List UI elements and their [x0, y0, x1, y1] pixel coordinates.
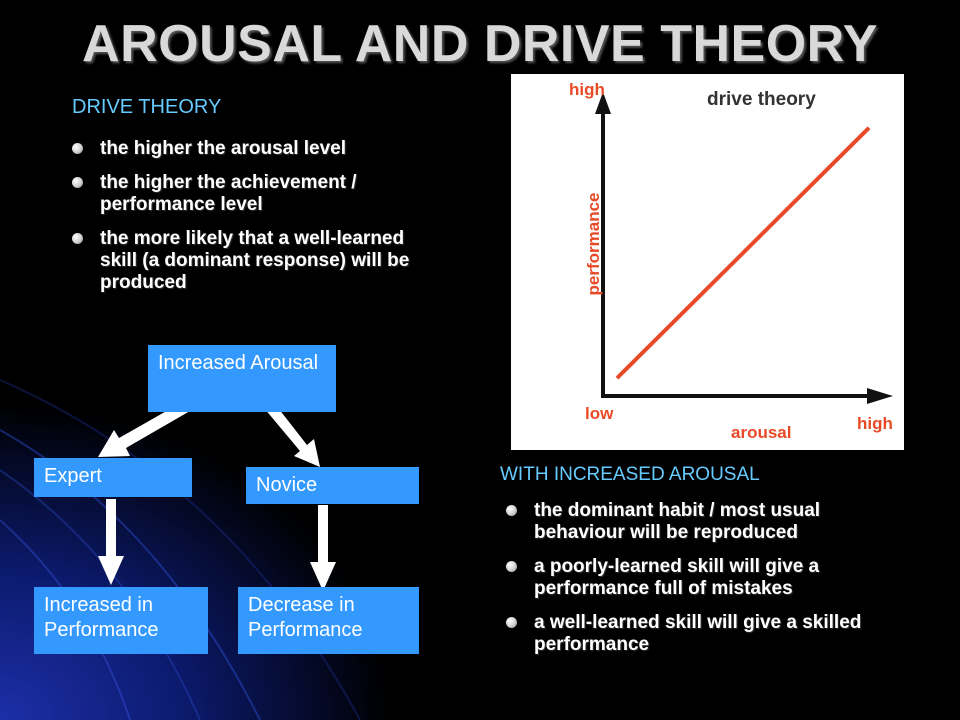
- bullet-icon: [72, 143, 83, 154]
- increased-performance-box: Increased in Performance: [34, 587, 208, 654]
- list-item: the higher the arousal level: [62, 138, 442, 160]
- bullet-icon: [72, 233, 83, 244]
- novice-box: Novice: [246, 467, 419, 504]
- increased-arousal-list: the dominant habit / most usual behaviou…: [496, 500, 896, 668]
- y-axis-arrow-icon: [595, 92, 611, 114]
- chart-title: drive theory: [707, 89, 816, 110]
- x-high-label: high: [857, 414, 893, 433]
- y-high-label: high: [569, 80, 605, 99]
- drive-theory-heading: DRIVE THEORY: [72, 96, 222, 118]
- list-item: the dominant habit / most usual behaviou…: [496, 500, 896, 544]
- x-axis-label: arousal: [731, 423, 791, 442]
- drive-theory-list: the higher the arousal level the higher …: [62, 138, 442, 306]
- slide-title: AROUSAL AND DRIVE THEORY: [82, 15, 878, 73]
- drive-theory-chart: drive theory high performance low arousa…: [511, 74, 904, 450]
- list-item: a poorly-learned skill will give a perfo…: [496, 556, 896, 600]
- x-low-label: low: [585, 404, 614, 423]
- expert-box: Expert: [34, 458, 192, 497]
- list-item: the higher the achievement / performance…: [62, 172, 442, 216]
- bullet-icon: [506, 617, 517, 628]
- bullet-icon: [506, 505, 517, 516]
- x-axis-arrow-icon: [867, 388, 893, 404]
- y-axis-label: performance: [584, 193, 603, 296]
- arrow-to-decrease-icon: [310, 505, 336, 591]
- arrow-to-increased-icon: [98, 499, 124, 585]
- arrow-to-novice-icon: [259, 395, 320, 467]
- bullet-icon: [72, 177, 83, 188]
- bullet-icon: [506, 561, 517, 572]
- increased-arousal-box: Increased Arousal: [148, 345, 336, 412]
- chart-series-line: [615, 126, 871, 380]
- list-item: a well-learned skill will give a skilled…: [496, 612, 896, 656]
- increased-arousal-heading: WITH INCREASED AROUSAL: [500, 464, 760, 485]
- decrease-performance-box: Decrease in Performance: [238, 587, 419, 654]
- arrow-to-expert-icon: [98, 401, 190, 457]
- list-item: the more likely that a well-learned skil…: [62, 228, 442, 294]
- chart-canvas: drive theory high performance low arousa…: [569, 80, 893, 442]
